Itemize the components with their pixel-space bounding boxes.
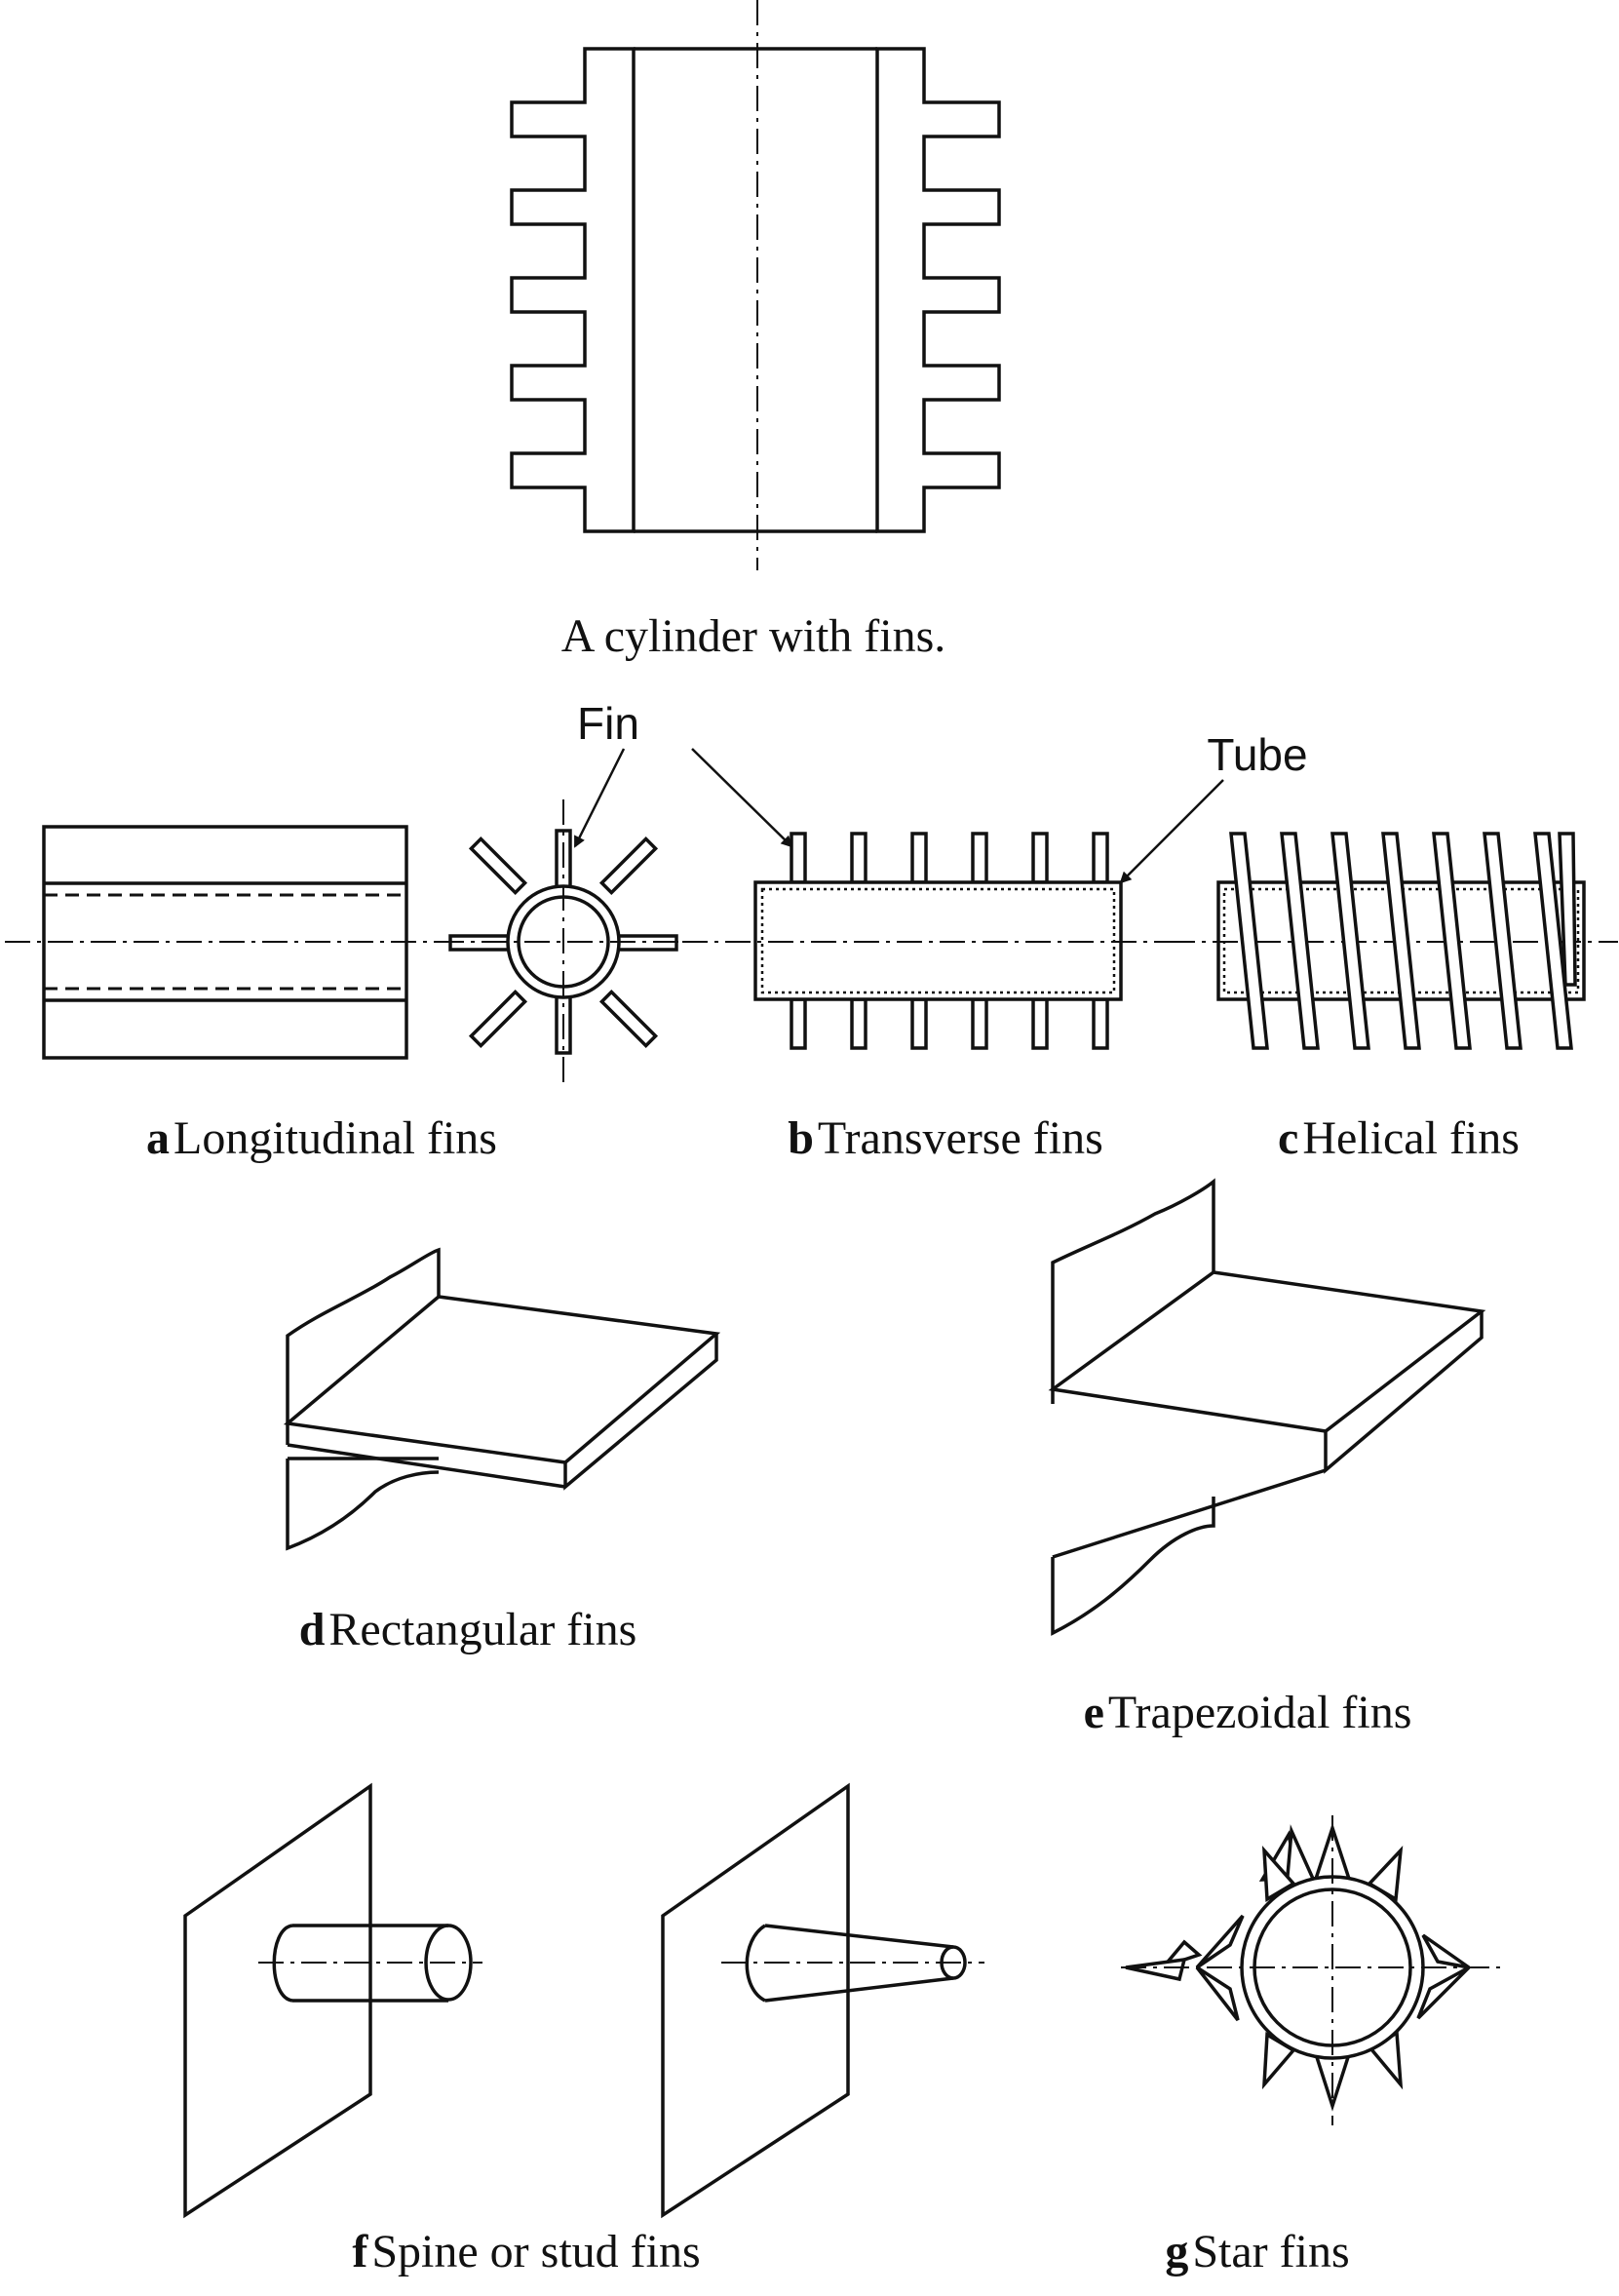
tapered-spine-fin [661,1782,984,2219]
cylindrical-spine-fin [183,1782,482,2219]
caption-e: e Trapezoidal fins [1084,1687,1412,1738]
finned-cylinder-section [510,0,1001,570]
caption-d: d Rectangular fins [299,1604,637,1655]
caption-f: f Spine or stud fins [352,2226,700,2277]
tube-arrow [1119,779,1224,884]
transverse-fins [682,832,1189,1050]
tube-label: Tube [1207,729,1307,780]
caption-a: a Longitudinal fins [146,1112,497,1164]
caption-g: g Star fins [1165,2226,1349,2277]
longitudinal-fins-end-view [439,799,692,1082]
top-caption: A cylinder with fins. [561,610,946,662]
caption-c: c Helical fins [1278,1112,1520,1164]
helical-strips [1229,832,1577,1050]
trapezoidal-fin [1048,1178,1486,1636]
tube-body [753,880,1123,1001]
fins-top [790,832,1109,884]
fin-arrow-a [573,748,626,848]
fin-label: Fin [577,698,639,749]
fins-bottom [790,997,1109,1050]
longitudinal-fins-side-view [5,825,458,1060]
fin-arrow-b [691,748,793,848]
rectangular-fin [283,1247,721,1551]
caption-b: b Transverse fins [788,1112,1103,1164]
helical-fins [1170,832,1618,1050]
star-fins [1121,1815,1501,2125]
